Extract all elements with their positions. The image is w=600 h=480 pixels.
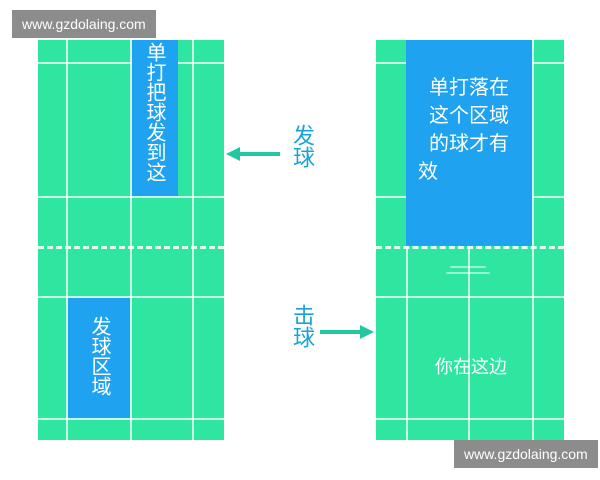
net-wave [446,272,490,274]
single-serve-target-zone: 单打把球发到这 [132,40,178,196]
court-line [376,418,564,420]
court-line [38,418,224,420]
court-line [376,296,564,298]
court-line [192,40,194,440]
court-line [38,62,224,64]
landing-zone-label-line: 这个区域 [429,103,509,127]
serve-arrow [238,152,280,156]
landing-zone-label-line: 单打落在 [429,75,509,99]
landing-zone-label-line: 效 [418,159,438,183]
serve-arrow-head [226,147,240,161]
court-line [38,296,224,298]
court-line [38,196,224,198]
serve-label: 发球 [289,124,314,168]
hit-arrow [320,330,362,334]
watermark-top: www.gzdolaing.com [12,10,156,38]
net-line [38,246,224,249]
your-side-label: 你在这边 [435,357,507,378]
court-line [130,40,132,440]
serve-zone-label: 发球区域 [88,316,112,396]
right-court: 单打落在 这个区域 的球才有 效 你在这边 [376,40,564,440]
court-line [532,40,534,440]
serve-target-label: 单打把球发到这 [143,42,167,182]
left-court: 单打把球发到这 发球区域 [38,40,224,440]
landing-zone-label-line: 的球才有 [429,131,509,155]
net-line [376,246,564,249]
hit-arrow-head [360,325,374,339]
court-line [66,40,68,440]
net-wave [450,266,486,268]
serve-zone: 发球区域 [68,298,130,418]
hit-label: 击球 [289,304,314,348]
watermark-bottom: www.gzdolaing.com [454,440,598,468]
single-landing-zone: 单打落在 这个区域 的球才有 效 [406,40,532,246]
